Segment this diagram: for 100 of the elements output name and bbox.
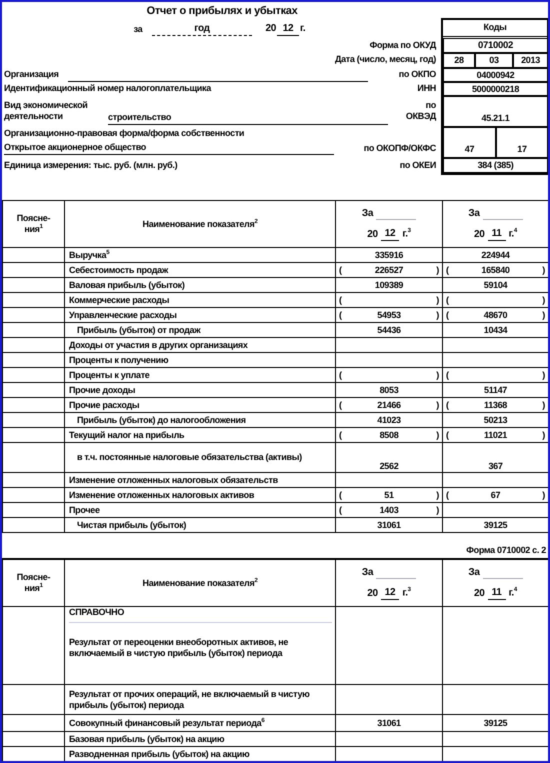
column-header: За bbox=[468, 566, 480, 578]
amount-value: 226527 bbox=[374, 264, 404, 276]
code-value: 03 bbox=[475, 53, 513, 68]
parenthesis: ) bbox=[436, 490, 439, 500]
amount-value: 51147 bbox=[484, 384, 508, 395]
amount-value: 59104 bbox=[484, 280, 508, 290]
column-header: За bbox=[468, 208, 480, 220]
year-value: 12 bbox=[380, 586, 400, 600]
parenthesis: ( bbox=[339, 264, 342, 276]
field-label: Идентификационный номер налогоплательщика bbox=[4, 82, 212, 95]
column-header: 20 bbox=[367, 228, 378, 240]
amount-value: 109389 bbox=[374, 280, 404, 290]
period-field: год bbox=[152, 22, 252, 36]
column-header: Поясне- ния$^{1}$ bbox=[16, 213, 52, 235]
parenthesis: ) bbox=[542, 400, 545, 410]
field-label: по ОКПО bbox=[398, 68, 436, 81]
row-label: Проценты к уплате bbox=[69, 370, 151, 380]
row-label: в т.ч. постоянные налоговые обязательства (активы) bbox=[77, 452, 303, 463]
field-label: по ОКОПФ/ОКФС bbox=[362, 142, 436, 155]
form-number: Форма 0710002 с. 2 bbox=[465, 544, 546, 556]
column-header: г.$^{3}$ bbox=[402, 228, 411, 240]
parenthesis: ) bbox=[436, 294, 439, 306]
field-label: Форма по ОКУД bbox=[368, 38, 436, 52]
column-header: За bbox=[362, 208, 374, 220]
parenthesis: ( bbox=[339, 400, 342, 410]
row-label: Разводненная прибыль (убыток) на акцию bbox=[69, 748, 250, 760]
parenthesis: ( bbox=[339, 370, 342, 380]
code-value: 04000942 bbox=[443, 68, 548, 82]
amount-value: 8508 bbox=[380, 430, 398, 440]
column-header: г.$^{3}$ bbox=[402, 587, 411, 600]
amount-value: 1403 bbox=[380, 504, 398, 516]
field-label: по ОКЕИ bbox=[398, 159, 436, 172]
amount-value: 39125 bbox=[484, 520, 508, 530]
parenthesis: ( bbox=[446, 490, 449, 500]
field-label: ИНН bbox=[416, 82, 436, 95]
row-label: Прочие доходы bbox=[69, 384, 136, 396]
amount-value: 224944 bbox=[481, 250, 510, 260]
code-value: 384 (385) bbox=[443, 158, 548, 173]
amount-value: 51 bbox=[384, 490, 394, 500]
parenthesis: ) bbox=[436, 264, 439, 276]
label-text: за bbox=[132, 22, 144, 36]
row-label: Совокупный финансовый результат периода$^{6}$ bbox=[69, 718, 266, 728]
row-label: СПРАВОЧНО bbox=[69, 607, 332, 623]
column-header: Поясне- ния$^{1}$ bbox=[16, 572, 52, 594]
code-value: 17 bbox=[496, 127, 548, 158]
row-label: Результат от переоценки внеоборотных активов, не включаемый в чистую прибыль (убыток) периода bbox=[69, 636, 290, 658]
year-value: 11 bbox=[488, 586, 506, 600]
column-header: г.$^{4}$ bbox=[508, 587, 517, 600]
code-value: 28 bbox=[443, 53, 475, 68]
column-header: Наименование показателя$^{2}$ bbox=[142, 578, 258, 588]
row-label: Результат от прочих операций, не включаемый в чистую прибыль (убыток) периода bbox=[69, 688, 311, 710]
field-label: Дата (число, месяц, год) bbox=[334, 52, 436, 66]
row-label: Доходы от участия в других организациях bbox=[69, 340, 249, 350]
parenthesis: ( bbox=[446, 294, 449, 306]
code-value: 45.21.1 bbox=[443, 96, 548, 127]
parenthesis: ( bbox=[446, 400, 449, 410]
parenthesis: ( bbox=[339, 310, 342, 320]
amount-value: 10434 bbox=[484, 324, 508, 335]
code-value: 5000000218 bbox=[443, 82, 548, 96]
parenthesis: ) bbox=[436, 370, 439, 380]
amount-value: 11021 bbox=[484, 430, 508, 440]
row-label: Валовая прибыль (убыток) bbox=[69, 280, 186, 290]
parenthesis: ) bbox=[542, 430, 545, 440]
amount-value: 31061 bbox=[377, 718, 401, 728]
column-header: Коды bbox=[442, 19, 548, 37]
amount-value: 54436 bbox=[377, 324, 401, 335]
field-value: Открытое акционерное общество bbox=[4, 141, 334, 155]
parenthesis: ) bbox=[542, 370, 545, 380]
column-header: 20 bbox=[474, 228, 485, 240]
row-label: Чистая прибыль (убыток) bbox=[77, 520, 188, 530]
field-label: Организация bbox=[4, 68, 60, 81]
column-header: Наименование показателя$^{2}$ bbox=[142, 218, 258, 229]
amount-value: 41023 bbox=[377, 414, 401, 425]
parenthesis: ) bbox=[436, 430, 439, 440]
amount-value: 67 bbox=[490, 490, 500, 500]
amount-value: 31061 bbox=[377, 520, 401, 530]
field-label: Вид экономической деятельности bbox=[4, 98, 89, 123]
row-label: Выручка$^{5}$ bbox=[69, 250, 110, 260]
parenthesis: ) bbox=[542, 264, 545, 276]
amount-value: 21466 bbox=[377, 400, 401, 410]
amount-value: 11368 bbox=[484, 400, 508, 410]
form-title: Отчет о прибылях и убытках bbox=[146, 4, 298, 19]
parenthesis: ( bbox=[446, 264, 449, 276]
amount-value: 48670 bbox=[484, 310, 508, 320]
label-text: г. bbox=[300, 22, 306, 36]
row-label: Управленческие расходы bbox=[69, 310, 178, 320]
amount-value: 165840 bbox=[481, 264, 510, 276]
parenthesis: ) bbox=[436, 310, 439, 320]
amount-value: 50213 bbox=[484, 414, 508, 425]
parenthesis: ( bbox=[446, 370, 449, 380]
row-label: Прочее bbox=[69, 504, 101, 516]
parenthesis: ( bbox=[446, 430, 449, 440]
parenthesis: ) bbox=[436, 400, 439, 410]
row-label: Изменение отложенных налоговых активов bbox=[69, 490, 256, 500]
row-label: Изменение отложенных налоговых обязательств bbox=[69, 474, 279, 486]
code-value: 47 bbox=[443, 127, 496, 158]
column-header: 20 bbox=[367, 588, 378, 600]
year-value: 12 bbox=[380, 228, 400, 240]
field-label: Организационно-правовая форма/форма собственности bbox=[4, 127, 246, 140]
amount-value: 335916 bbox=[374, 250, 404, 260]
